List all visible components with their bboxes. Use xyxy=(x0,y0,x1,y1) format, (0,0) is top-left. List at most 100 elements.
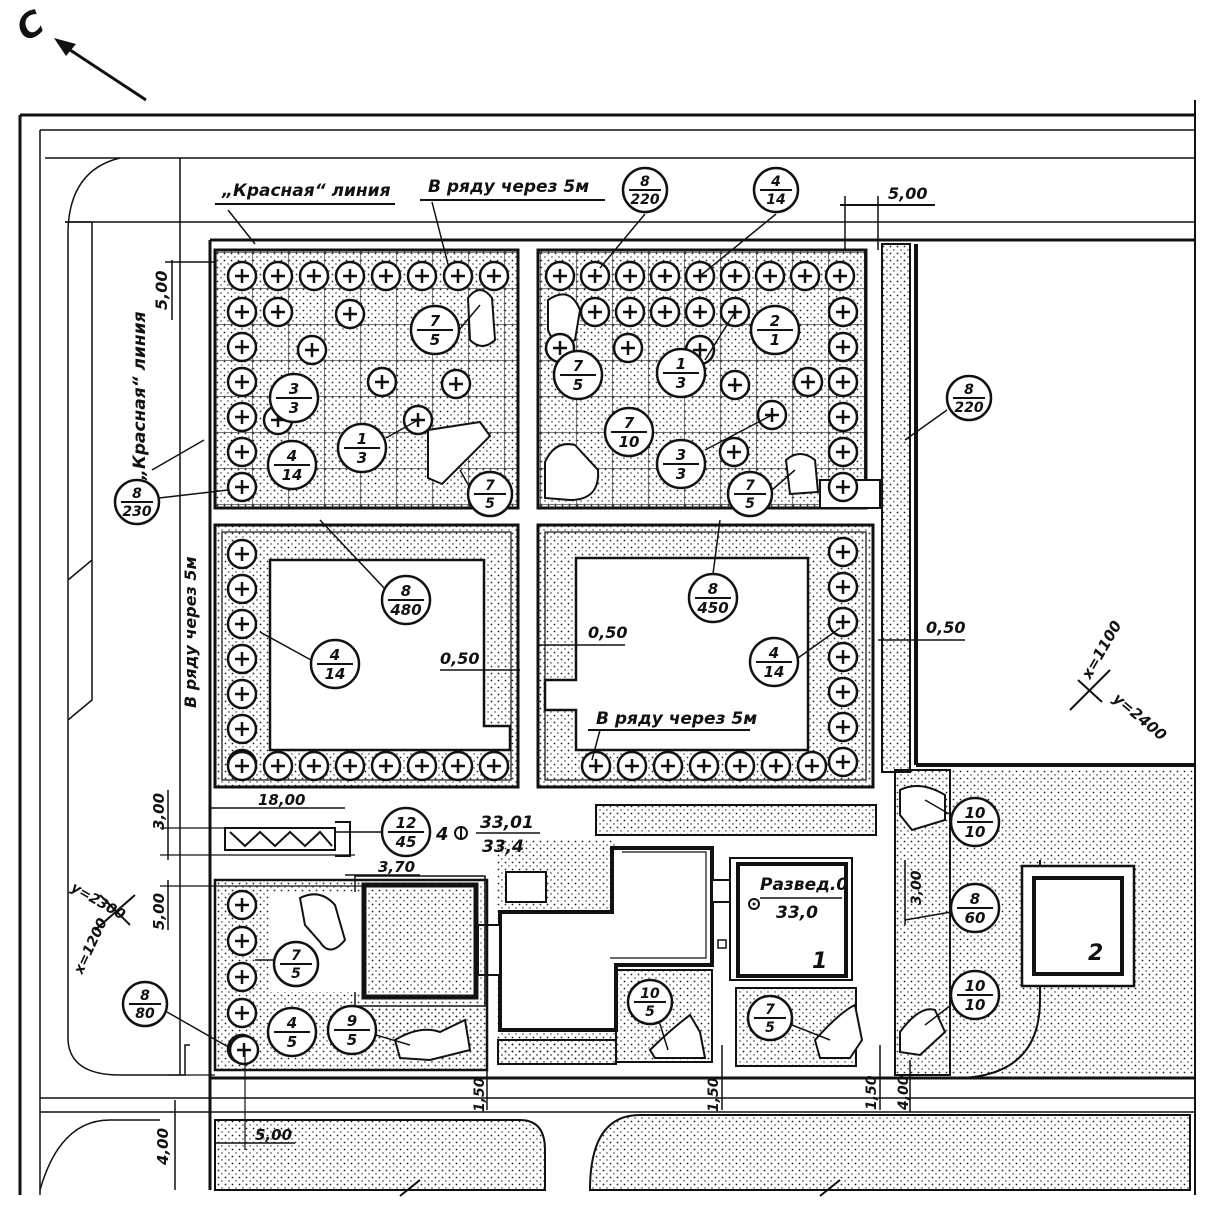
tree-symbol xyxy=(827,366,859,398)
tree-symbol xyxy=(226,643,258,675)
marker-top: 3 xyxy=(676,446,686,464)
marker-top: 7 xyxy=(573,357,584,375)
marker-bottom: 5 xyxy=(765,1020,775,1036)
marker-bottom: 5 xyxy=(430,331,440,349)
marker-top: 10 xyxy=(965,804,986,822)
building-1-label: 1 xyxy=(812,949,827,974)
svg-text:33,4: 33,4 xyxy=(482,837,524,857)
tree-symbol xyxy=(827,746,859,778)
planting-marker: 13 xyxy=(655,311,736,399)
tree-symbol xyxy=(544,260,576,292)
tree-symbol xyxy=(298,260,330,292)
marker-top: 8 xyxy=(708,580,718,598)
tree-symbol xyxy=(226,401,258,433)
tree-symbol xyxy=(688,750,720,782)
tree-symbol xyxy=(827,536,859,568)
north-label: С xyxy=(10,3,52,50)
tree-symbol xyxy=(718,436,750,468)
marker-bottom: 450 xyxy=(696,599,728,617)
dim-050-c: 0,50 xyxy=(926,618,965,637)
tree-symbol xyxy=(406,750,438,782)
marker-top: 4 xyxy=(286,447,297,465)
marker-top: 2 xyxy=(770,312,780,330)
planting-marker: 414 xyxy=(748,627,841,688)
tree-symbol xyxy=(579,296,611,328)
tree-symbol xyxy=(580,750,612,782)
tree-symbol xyxy=(226,997,258,1029)
tree-symbol xyxy=(684,296,716,328)
planting-marker: 13 xyxy=(336,419,419,474)
marker-bottom: 14 xyxy=(766,192,785,208)
streets xyxy=(18,100,1196,1197)
marker-bottom: 45 xyxy=(395,833,417,851)
tree-symbol xyxy=(262,750,294,782)
marker-bottom: 14 xyxy=(764,663,785,681)
marker-top: 12 xyxy=(396,814,417,832)
tree-symbol xyxy=(262,260,294,292)
tree-symbol xyxy=(334,750,366,782)
planting-marker: 710 xyxy=(603,406,655,458)
tree-symbol xyxy=(226,889,258,921)
tree-symbol xyxy=(614,260,646,292)
svg-text:4: 4 xyxy=(435,824,449,845)
svg-text:33,0: 33,0 xyxy=(776,903,818,923)
row-note-left: В ряду через 5м xyxy=(181,556,200,708)
tree-symbol xyxy=(649,260,681,292)
tree-symbol xyxy=(226,961,258,993)
marker-bottom: 5 xyxy=(291,966,301,982)
dim-top-500: 5,00 xyxy=(888,184,927,203)
coord-left: y=2300 x=1200 xyxy=(68,880,136,978)
tree-symbol xyxy=(478,260,510,292)
marker-top: 1 xyxy=(676,355,686,373)
planting-marker: 75 xyxy=(552,349,604,401)
tree-symbol xyxy=(298,750,330,782)
dimension-lines: 5,00 5,00 0,50 0,50 0,50 18,00 3,00 3,70… xyxy=(150,184,965,1190)
tree-symbol xyxy=(226,713,258,745)
tree-symbol xyxy=(652,750,684,782)
red-line-left: „Красная“ линия xyxy=(130,311,205,481)
marker-bottom: 14 xyxy=(282,466,303,484)
tree-symbol xyxy=(792,366,824,398)
tree-symbol xyxy=(226,678,258,710)
row-note-middle: В ряду через 5м xyxy=(588,709,757,761)
svg-text:В ряду через 5м: В ряду через 5м xyxy=(428,177,589,197)
marker-bottom: 10 xyxy=(965,996,986,1014)
tree-symbol xyxy=(228,1034,260,1066)
marker-top: 1 xyxy=(357,430,367,448)
planting-marker: 95 xyxy=(326,1004,411,1056)
tree-symbol xyxy=(827,606,859,638)
marker-top: 10 xyxy=(640,986,660,1002)
marker-top: 4 xyxy=(770,174,781,190)
marker-bottom: 3 xyxy=(676,465,686,483)
building-2-label: 2 xyxy=(1088,941,1103,966)
dim-050-b: 0,50 xyxy=(588,623,627,642)
svg-text:y=2400: y=2400 xyxy=(1109,689,1170,744)
tree-symbol xyxy=(760,750,792,782)
planting-marker: 33 xyxy=(268,372,320,424)
bench-strip xyxy=(224,821,351,857)
tree-symbol xyxy=(612,332,644,364)
tree-symbol xyxy=(827,401,859,433)
tree-symbol xyxy=(719,260,751,292)
svg-text:„Красная“ линия: „Красная“ линия xyxy=(130,311,150,481)
marker-bottom: 1 xyxy=(770,331,780,349)
tree-symbol xyxy=(649,296,681,328)
planting-marker: 414 xyxy=(699,166,800,277)
tree-symbol xyxy=(616,750,648,782)
marker-top: 4 xyxy=(768,644,779,662)
tree-symbol xyxy=(334,298,366,330)
elevation-note: 4 33,01 33,4 xyxy=(435,813,540,857)
marker-top: 7 xyxy=(624,414,635,432)
dim-370: 3,70 xyxy=(378,858,415,876)
tree-symbol xyxy=(226,260,258,292)
marker-bottom: 3 xyxy=(676,374,686,392)
tree-symbol xyxy=(827,711,859,743)
dim-500-mid: 5,00 xyxy=(150,893,168,930)
tree-symbol xyxy=(827,296,859,328)
